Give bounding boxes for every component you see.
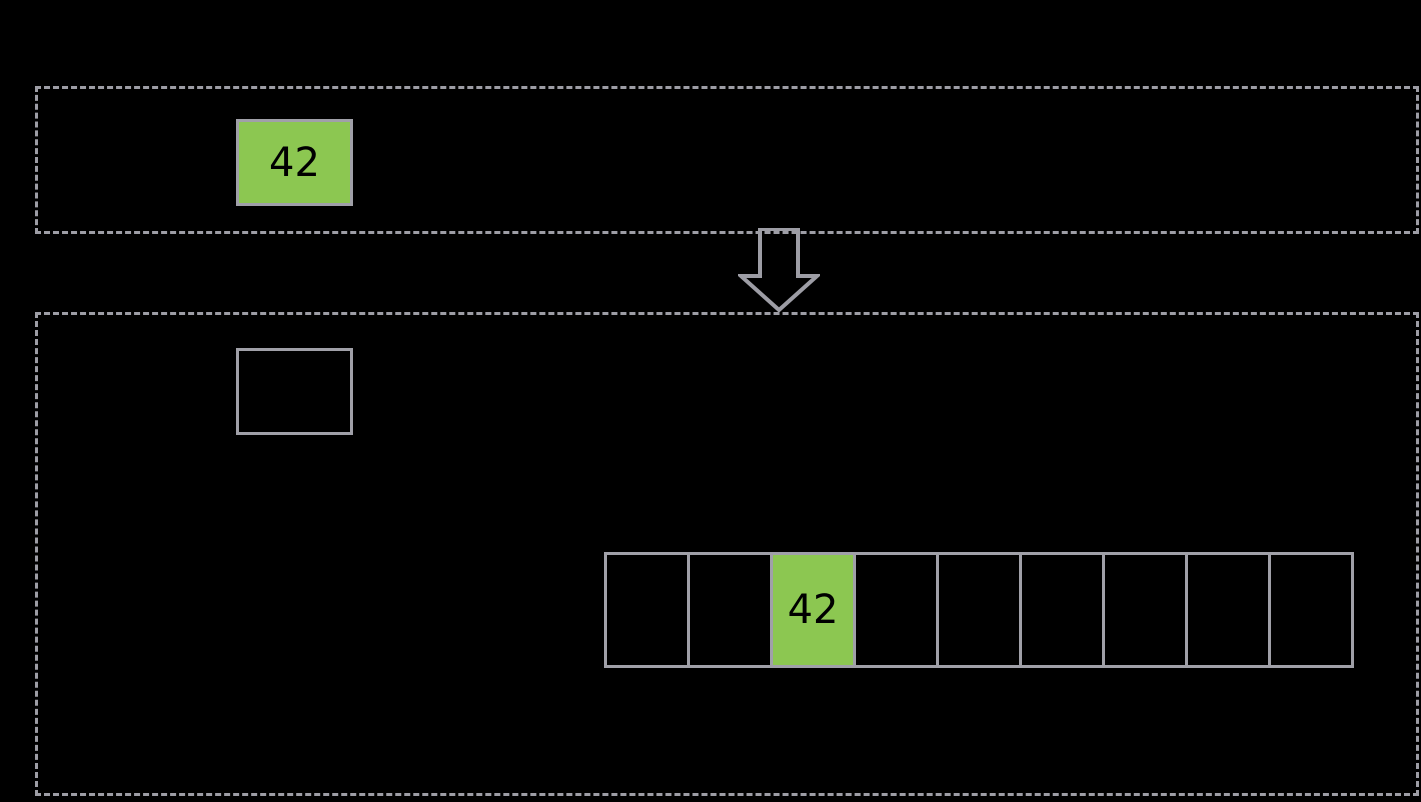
array-container: 42 [604, 552, 1354, 668]
array-cell[interactable] [1268, 552, 1354, 668]
array-cell[interactable] [604, 552, 690, 668]
array-cell[interactable] [687, 552, 773, 668]
variable-value-before: 42 [269, 139, 320, 186]
array-cell[interactable] [1019, 552, 1105, 668]
variable-box-after[interactable] [236, 348, 353, 435]
array-cell[interactable] [936, 552, 1022, 668]
array-cell[interactable] [853, 552, 939, 668]
array-cell[interactable] [1185, 552, 1271, 668]
variable-box-before[interactable]: 42 [236, 119, 353, 206]
after-state-frame [35, 312, 1419, 796]
array-cell-value: 42 [787, 587, 839, 633]
arrow-down-icon [738, 228, 820, 312]
array-cell[interactable] [1102, 552, 1188, 668]
before-state-frame [35, 86, 1419, 234]
array-cell[interactable]: 42 [770, 552, 856, 668]
